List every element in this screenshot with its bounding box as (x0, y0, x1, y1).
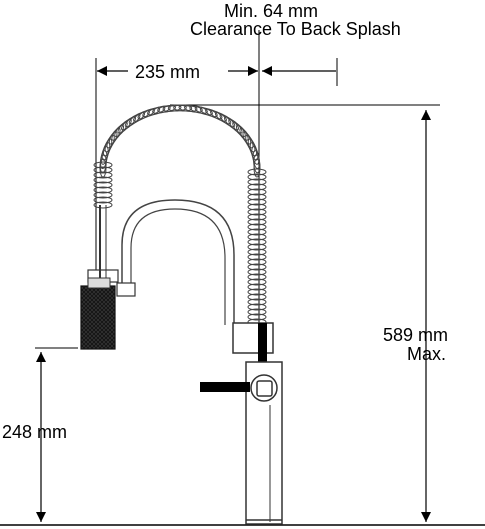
coil-loop (247, 293, 267, 301)
coil-loop (93, 186, 113, 194)
handle-hub-inner (256, 380, 273, 397)
coil-loop (247, 303, 267, 311)
coil-loop (247, 208, 267, 216)
sprayhead-clip (116, 282, 136, 297)
coil-loop (93, 201, 113, 209)
sprayhead-collar (87, 277, 111, 289)
height-label-line2: Max. (407, 344, 446, 364)
coil-loop (247, 313, 267, 321)
coil-loop (93, 191, 113, 199)
coil-loop (93, 171, 113, 179)
coil-loop (247, 288, 267, 296)
clearance-label-line2: Clearance To Back Splash (190, 19, 401, 39)
coil-loop (247, 258, 267, 266)
coil-loop (247, 253, 267, 261)
coil-loop (247, 178, 267, 186)
coil-loop (194, 106, 213, 116)
body-stripe (258, 323, 267, 369)
coil-loop (247, 233, 267, 241)
coil-loop (253, 158, 261, 178)
coil-loop (199, 107, 218, 118)
sprayhead (80, 285, 116, 350)
coil-loop (247, 188, 267, 196)
spout-outer (121, 199, 235, 325)
coil-loop (247, 243, 267, 251)
coil-loop (247, 198, 267, 206)
spout-inner (130, 208, 226, 325)
clearance-label-line1: Min. 64 mm (224, 1, 318, 21)
coil-loop (247, 248, 267, 256)
coil-loop (247, 298, 267, 306)
reach-label: 235 mm (135, 62, 200, 82)
coil-loop (93, 181, 113, 189)
coil-loop (247, 183, 267, 191)
coil-loop (247, 203, 267, 211)
handle-lever (200, 382, 250, 392)
coil-loop (247, 238, 267, 246)
height-label-line1: 589 mm (383, 325, 448, 345)
coil-loop (247, 228, 267, 236)
coil-loop (247, 278, 267, 286)
coil-loop (189, 105, 208, 114)
coil-loop (247, 263, 267, 271)
coil-loop (247, 308, 267, 316)
spout-height-label: 248 mm (2, 422, 67, 442)
coil-loop (247, 213, 267, 221)
coil-loop (93, 196, 113, 204)
coil-loop (247, 173, 267, 181)
coil-loop (247, 218, 267, 226)
coil-loop (247, 193, 267, 201)
coil-loop (247, 223, 267, 231)
coil-loop (247, 273, 267, 281)
coil-spring (93, 104, 267, 326)
coil-loop (247, 168, 267, 176)
coil-loop (247, 268, 267, 276)
coil-loop (247, 283, 267, 291)
